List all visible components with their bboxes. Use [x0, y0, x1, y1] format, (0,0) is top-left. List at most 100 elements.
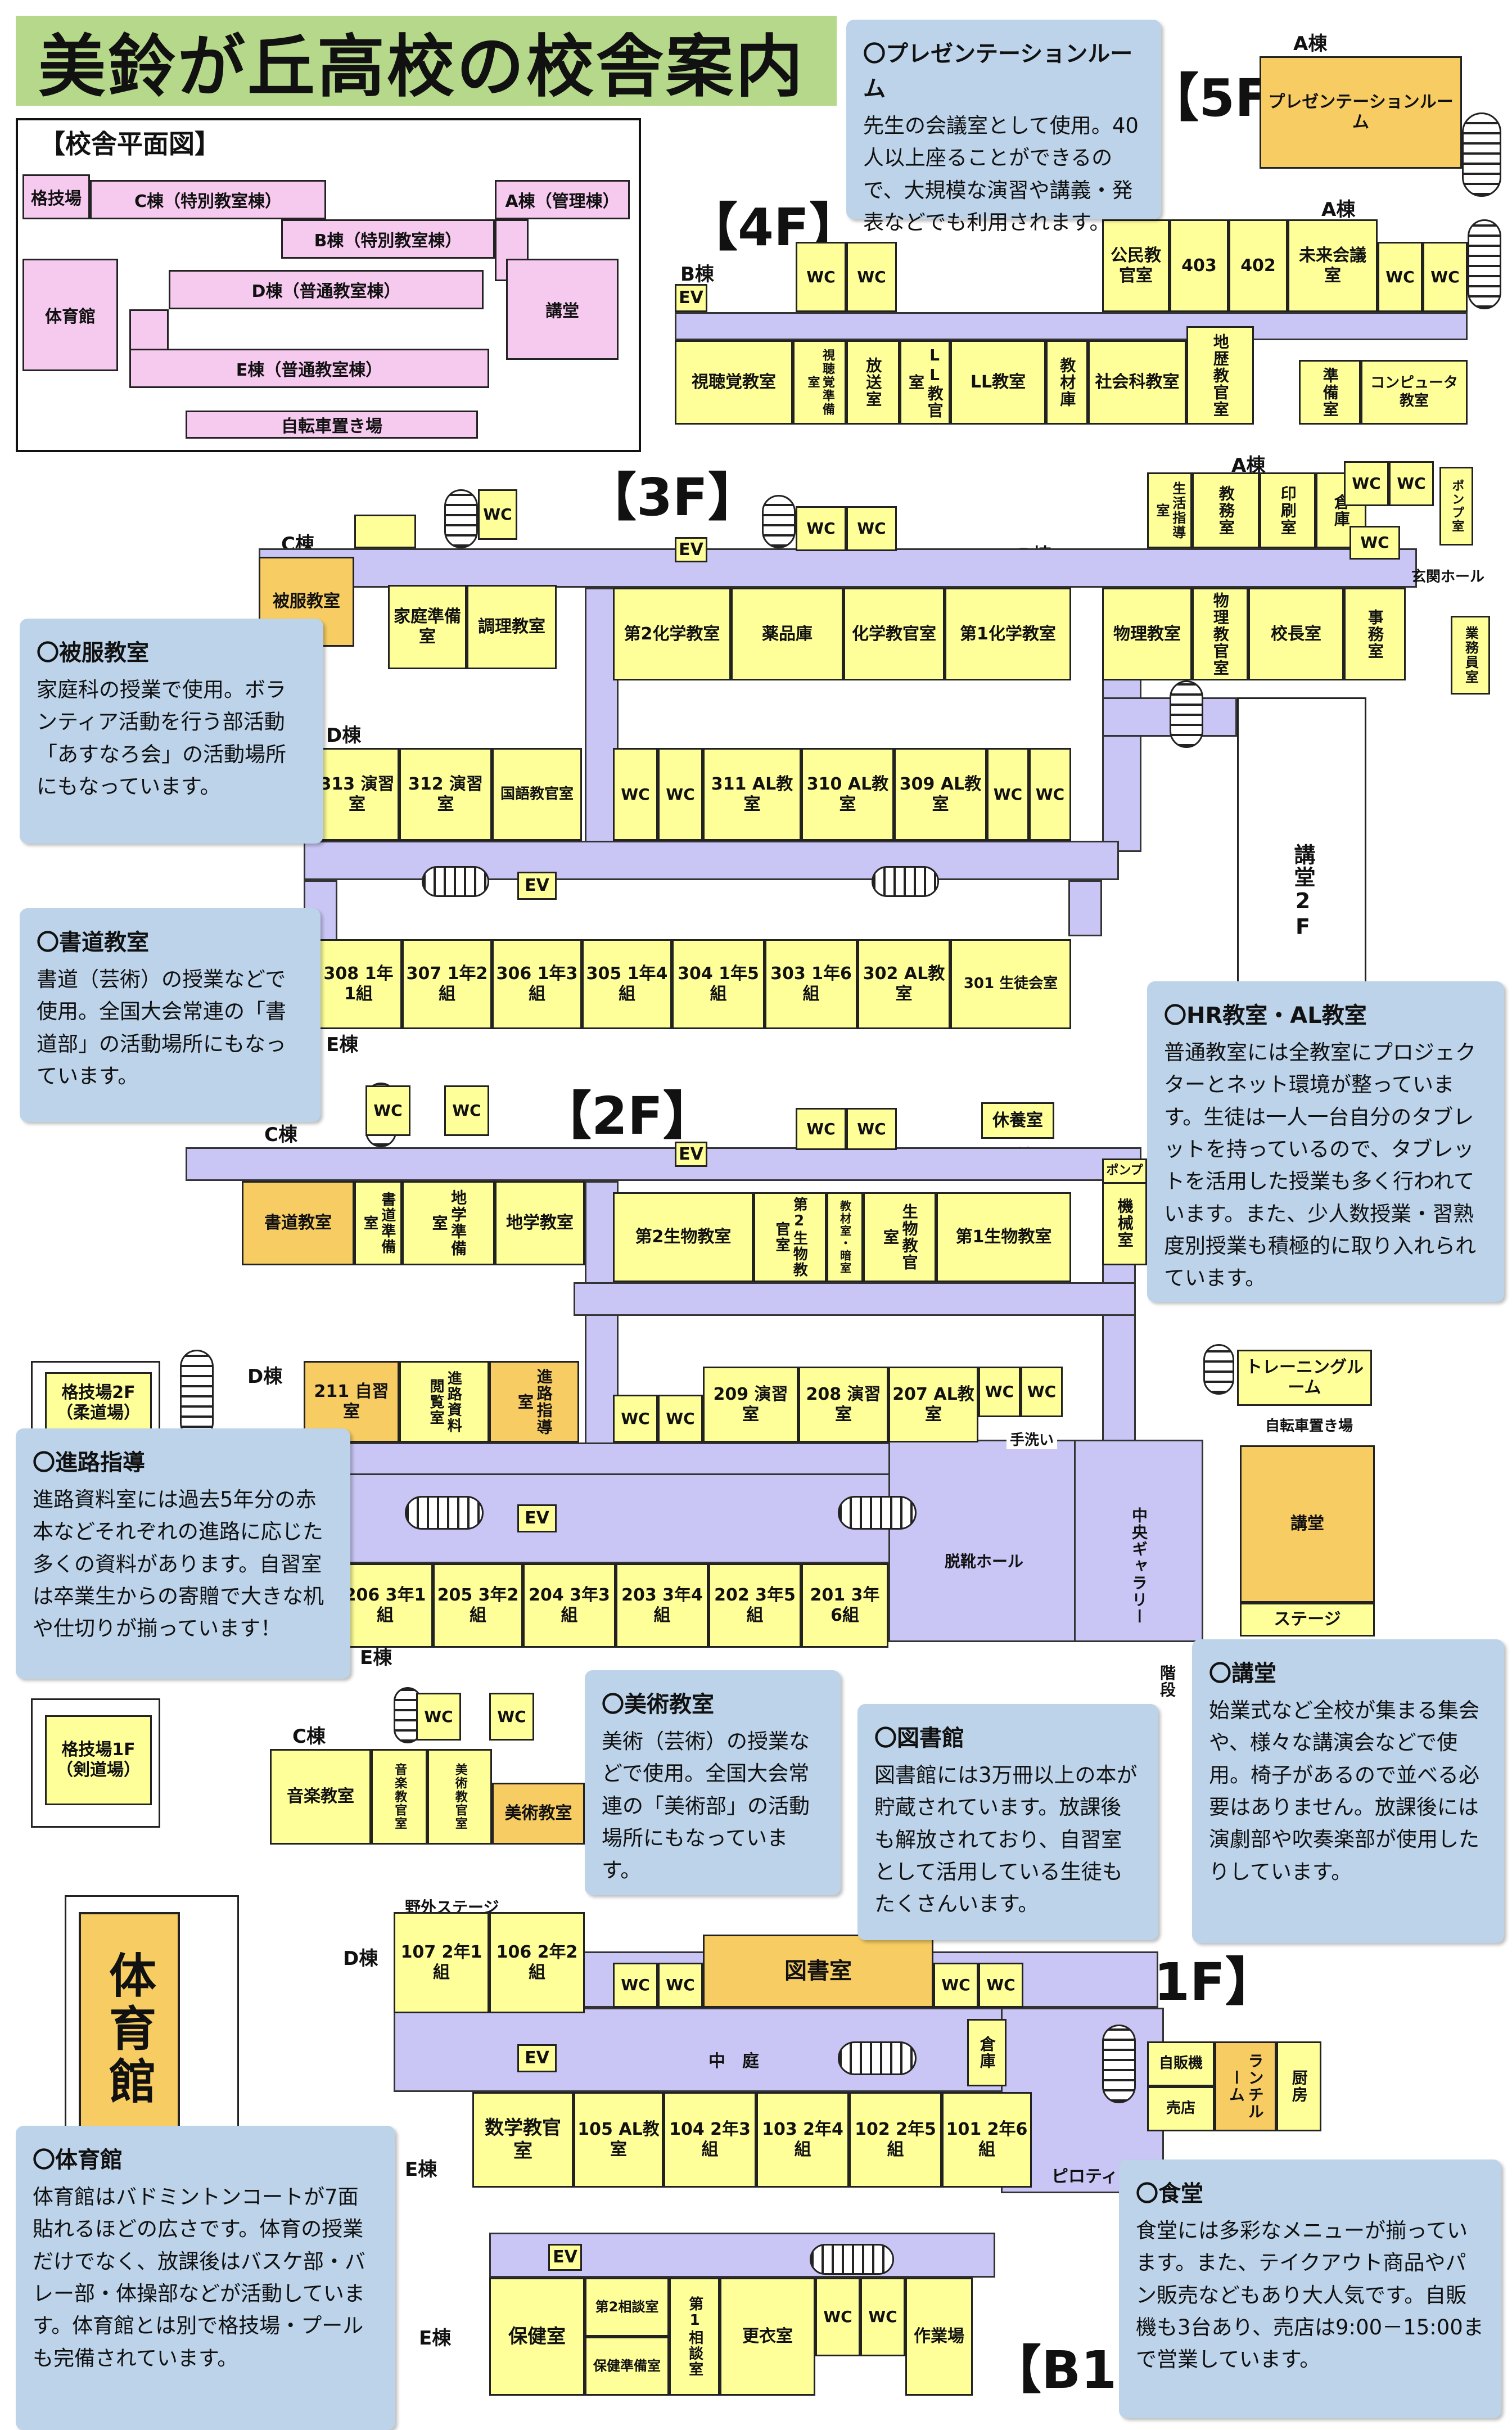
- note-shodo: 〇書道教室 書道（芸術）の授業などで使用。全国大会常連の「書道部」の活動場所にも…: [20, 908, 321, 1122]
- stairs-3f-c: [444, 489, 478, 548]
- room-b1f-koui: 更衣室: [720, 2278, 815, 2396]
- note-presentation-title: 〇プレゼンテーションルーム: [863, 41, 1133, 102]
- wc-3f-d4: WC: [1029, 748, 1071, 841]
- plan-a-wing: A棟（管理棟）: [495, 180, 630, 219]
- room-4f-shichokaku: 視聴覚教室: [675, 340, 793, 425]
- room-b1f-hoken-junbi: 保健準備室: [585, 2337, 669, 2396]
- note-tosho-title: 〇図書館: [874, 1725, 964, 1751]
- wc-4f-3: WC: [1378, 242, 1423, 312]
- room-3f-butsuri-kyokan: 物理教官室: [1192, 588, 1248, 680]
- room-4f-402: 402: [1229, 219, 1288, 312]
- page-title: 美鈴が丘高校の校舎案内: [16, 16, 837, 106]
- wc-1f-d3: WC: [933, 1963, 978, 2008]
- note-koudou-body: 始業式など全校が集まる集会や、様々な講演会などで使用。椅子があるので並べる必要は…: [1209, 1698, 1479, 1884]
- wc-1f-d2: WC: [658, 1963, 703, 2008]
- stairs-2f-e2: [838, 1496, 917, 1530]
- wc-b1f-1: WC: [815, 2278, 860, 2356]
- room-2f-pump: ポンプ: [1102, 1158, 1147, 1184]
- presentation-room: プレゼンテーションルーム: [1260, 56, 1462, 169]
- room-3f-yakuhin: 薬品庫: [731, 588, 843, 680]
- room-3f-jimu: 事務室: [1344, 588, 1406, 680]
- corridor-1f-nakaniwa: [394, 2008, 1057, 2092]
- room-3f-310: 310 AL教室: [801, 748, 894, 841]
- room-2f-202: 202 3年5組: [708, 1563, 801, 1648]
- room-3f-butsuri: 物理教室: [1102, 588, 1192, 680]
- wing-a-4f: A棟: [1321, 199, 1356, 221]
- room-4f-shichokaku-junbi: 視聴覚準備室: [793, 340, 846, 425]
- note-hifuku-body: 家庭科の授業で使用。ボランティア活動を行う部活動「あすなろ会」の活動場所にもなっ…: [37, 678, 286, 799]
- room-2f-207: 207 AL教室: [888, 1367, 978, 1442]
- room-1f-lunchroom: ランチルーム: [1215, 2041, 1276, 2131]
- label-2f-datsukutsu: 脱靴ホール: [945, 1552, 1024, 1571]
- stairs-2f-d: [180, 1350, 214, 1440]
- room-4f-403: 403: [1170, 219, 1229, 312]
- room-4f-ll: LL教室: [950, 340, 1046, 425]
- note-shinro: 〇進路指導 進路資料室には過去5年分の赤本などそれぞれの進路に応じた多くの資料が…: [16, 1428, 350, 1679]
- wing-e-3f: E棟: [326, 1034, 359, 1056]
- room-3f-insatsu: 印刷室: [1260, 472, 1316, 548]
- room-3f-katei-junbi: 家庭準備室: [388, 585, 467, 669]
- wc-2f-c1: WC: [365, 1085, 410, 1136]
- room-2f-kyozai-anshitsu: 教材室・暗室: [827, 1192, 863, 1282]
- room-2f-kikai: 機械室: [1102, 1181, 1147, 1265]
- room-1f-106: 106 2年2組: [489, 1912, 585, 2013]
- note-koudou: 〇講堂 始業式など全校が集まる集会や、様々な講演会などで使用。椅子があるので並べ…: [1192, 1639, 1504, 1943]
- room-2f-chigaku-junbi: 地学準備室: [402, 1181, 495, 1265]
- wing-d-2f: D棟: [247, 1365, 283, 1388]
- wc-2f-d3: WC: [978, 1367, 1021, 1417]
- note-hr-body: 普通教室には全教室にプロジェクターとネット環境が整っています。生徒は一人一台自分…: [1164, 1040, 1476, 1291]
- room-1f-107: 107 2年1組: [394, 1912, 489, 2013]
- room-2f-koudou: 講堂: [1240, 1445, 1375, 1603]
- room-1f-104: 104 2年3組: [664, 2092, 756, 2188]
- room-4f-kyozaiko: 教材庫: [1046, 340, 1088, 425]
- wing-e-2f: E棟: [360, 1647, 392, 1669]
- note-presentation: 〇プレゼンテーションルーム 先生の会議室として使用。40人以上座ることができるの…: [846, 20, 1161, 235]
- wc-3f-a2: WC: [1389, 461, 1434, 506]
- note-shodo-body: 書道（芸術）の授業などで使用。全国大会常連の「書道部」の活動場所にもなっています…: [37, 967, 286, 1089]
- ev-3f: EV: [675, 537, 707, 562]
- note-shokudo-title: 〇食堂: [1136, 2181, 1203, 2207]
- ev-3f-e: EV: [517, 872, 557, 900]
- note-tosho-body: 図書館には3万冊以上の本が貯蔵されています。放課後も解放されており、自習室として…: [874, 1763, 1138, 1917]
- note-hifuku-title: 〇被服教室: [37, 640, 149, 666]
- room-4f-shakai: 社会科教室: [1088, 340, 1186, 425]
- plan-bike: 自転車置き場: [186, 411, 478, 439]
- koudou-2f-block: [1237, 697, 1366, 990]
- room-3f-gyomuin: 業務員室: [1451, 616, 1490, 695]
- wing-e-1f: E棟: [405, 2158, 437, 2181]
- label-1f-piloti: ピロティ: [1051, 2167, 1118, 2186]
- room-1f-ongaku: 音楽教室: [270, 1749, 371, 1845]
- room-b1f-dai2sodan: 第2相談室: [585, 2278, 669, 2337]
- note-shinro-title: 〇進路指導: [33, 1450, 145, 1476]
- stairs-1f-shokudo: [1102, 2025, 1136, 2103]
- wing-b-4f: B棟: [680, 263, 714, 286]
- room-2f-shinro-shido: 進路指導室: [489, 1361, 579, 1442]
- stairs-2f-training: [1203, 1344, 1234, 1395]
- room-3f-kocho: 校長室: [1248, 588, 1344, 680]
- room-2f-dai2seibutsu-kyokan: 第2生物教官室: [753, 1192, 827, 1282]
- room-3f-dai2kagaku: 第2化学教室: [613, 588, 731, 680]
- room-3f-308: 308 1年1組: [315, 939, 402, 1029]
- wc-3f-c: WC: [478, 489, 517, 540]
- label-1f-nakaniwa: 中 庭: [708, 2052, 759, 2071]
- stairs-b1f: [810, 2244, 894, 2275]
- room-2f-209: 209 演習室: [703, 1367, 798, 1442]
- room-3f-312: 312 演習室: [399, 748, 492, 841]
- wc-2f-d2: WC: [658, 1395, 703, 1442]
- floor-label-2f: 【2F】: [540, 1086, 715, 1146]
- note-gym: 〇体育館 体育館はバドミントンコートが7面貼れるほどの広さです。体育の授業だけで…: [16, 2126, 395, 2430]
- room-2f-stage: ステージ: [1240, 1603, 1375, 1636]
- note-shokudo-body: 食堂には多彩なメニューが揃っています。また、テイクアウト商品やパン販売などもあり…: [1136, 2219, 1484, 2372]
- note-shodo-title: 〇書道教室: [37, 930, 149, 955]
- room-2f-shodo-junbi: 書道準備室: [354, 1181, 402, 1265]
- room-3f-dai1kagaku: 第1化学教室: [945, 588, 1071, 680]
- stairs-5f: [1462, 112, 1501, 197]
- room-1f-101: 101 2年6組: [942, 2092, 1032, 2188]
- room-2f-training: トレーニングルーム: [1237, 1350, 1372, 1406]
- room-2f-203: 203 3年4組: [616, 1563, 708, 1648]
- wc-4f-1: WC: [796, 242, 846, 312]
- room-4f-hoso: 放送室: [846, 340, 900, 425]
- wing-e-b1f: E棟: [419, 2327, 452, 2350]
- stairs-3f-b: [762, 495, 796, 548]
- floor-label-3f: 【3F】: [585, 467, 760, 528]
